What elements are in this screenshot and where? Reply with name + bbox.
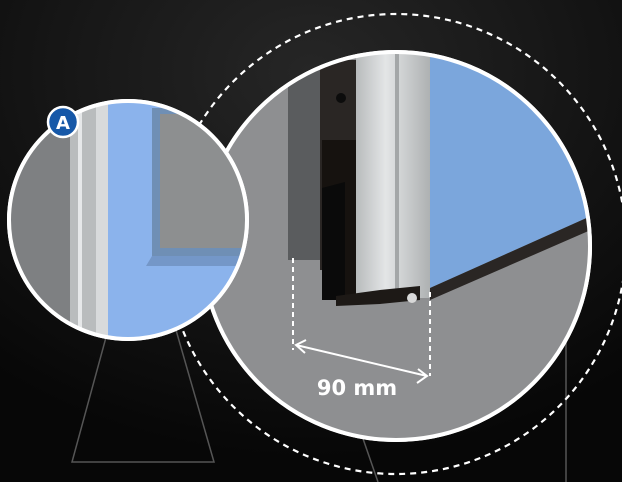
dimension-line [295,344,428,377]
aluminum-frame [356,53,430,298]
seal-detail-circle [200,50,592,442]
dimension-arrow-left [294,339,307,354]
zoom-dashed-circle [164,12,622,476]
callout-badge-a: A [46,105,80,139]
door-bottom-edge [430,212,589,300]
badge-letter: A [56,113,70,134]
frame-detail-circle [7,99,249,341]
dimension-annotation: 90 mm [292,258,431,400]
dimension-arrow-right [416,368,429,384]
dimension-label: 90 mm [317,376,397,400]
